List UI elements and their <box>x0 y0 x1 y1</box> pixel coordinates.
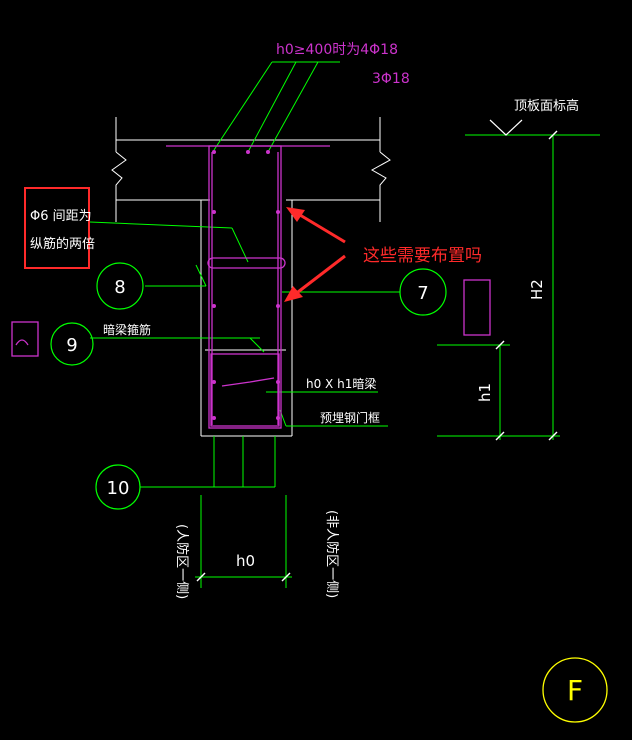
top-rebar-label-2: 3Φ18 <box>372 71 410 87</box>
top-rebar-label-1: h0≥400时为4Φ18 <box>276 42 398 58</box>
highlight-box <box>24 187 90 269</box>
dimension-ticks <box>196 130 558 582</box>
callout-8-label: 8 <box>114 277 125 298</box>
rebar-cage <box>11 145 491 429</box>
callout-10-label: 10 <box>107 478 130 499</box>
stirrup-note-line-2: 纵筋的两倍 <box>30 236 95 252</box>
leader-lines <box>89 61 600 588</box>
concrete-outline <box>111 117 391 437</box>
stirrup-note-line-1: Φ6 间距为 <box>30 209 92 224</box>
rebar-dots <box>212 150 280 420</box>
callout-10-circle <box>95 464 141 510</box>
callout-8-circle <box>96 262 144 310</box>
callout-7-circle <box>399 268 447 316</box>
zone-civil-label: (人防区一侧) <box>174 524 190 599</box>
dim-h1-label: h1 <box>476 383 494 402</box>
callout-9-circle <box>50 322 94 366</box>
callout-7-label: 7 <box>417 283 428 304</box>
door-frame-label: 预埋钢门框 <box>320 410 380 425</box>
dim-h0-label: h0 <box>236 552 255 570</box>
arrow-upper <box>286 207 346 244</box>
zone-non-civil-label: (非人防区一侧) <box>324 510 340 598</box>
axis-f-circle <box>542 657 608 723</box>
callout-circles <box>50 262 447 510</box>
dim-H2-label: H2 <box>528 279 546 300</box>
elevation-symbol <box>489 119 523 136</box>
slab-elevation-label: 顶板面标高 <box>514 98 579 114</box>
callout-9-label: 9 <box>66 335 77 356</box>
question-label: 这些需要布置吗 <box>363 246 482 266</box>
axis-f-label: F <box>567 674 583 707</box>
hidden-beam-label: h0 X h1暗梁 <box>306 376 376 391</box>
arrow-lower <box>284 254 346 302</box>
hidden-beam-stirrup-label: 暗梁箍筋 <box>103 322 151 337</box>
